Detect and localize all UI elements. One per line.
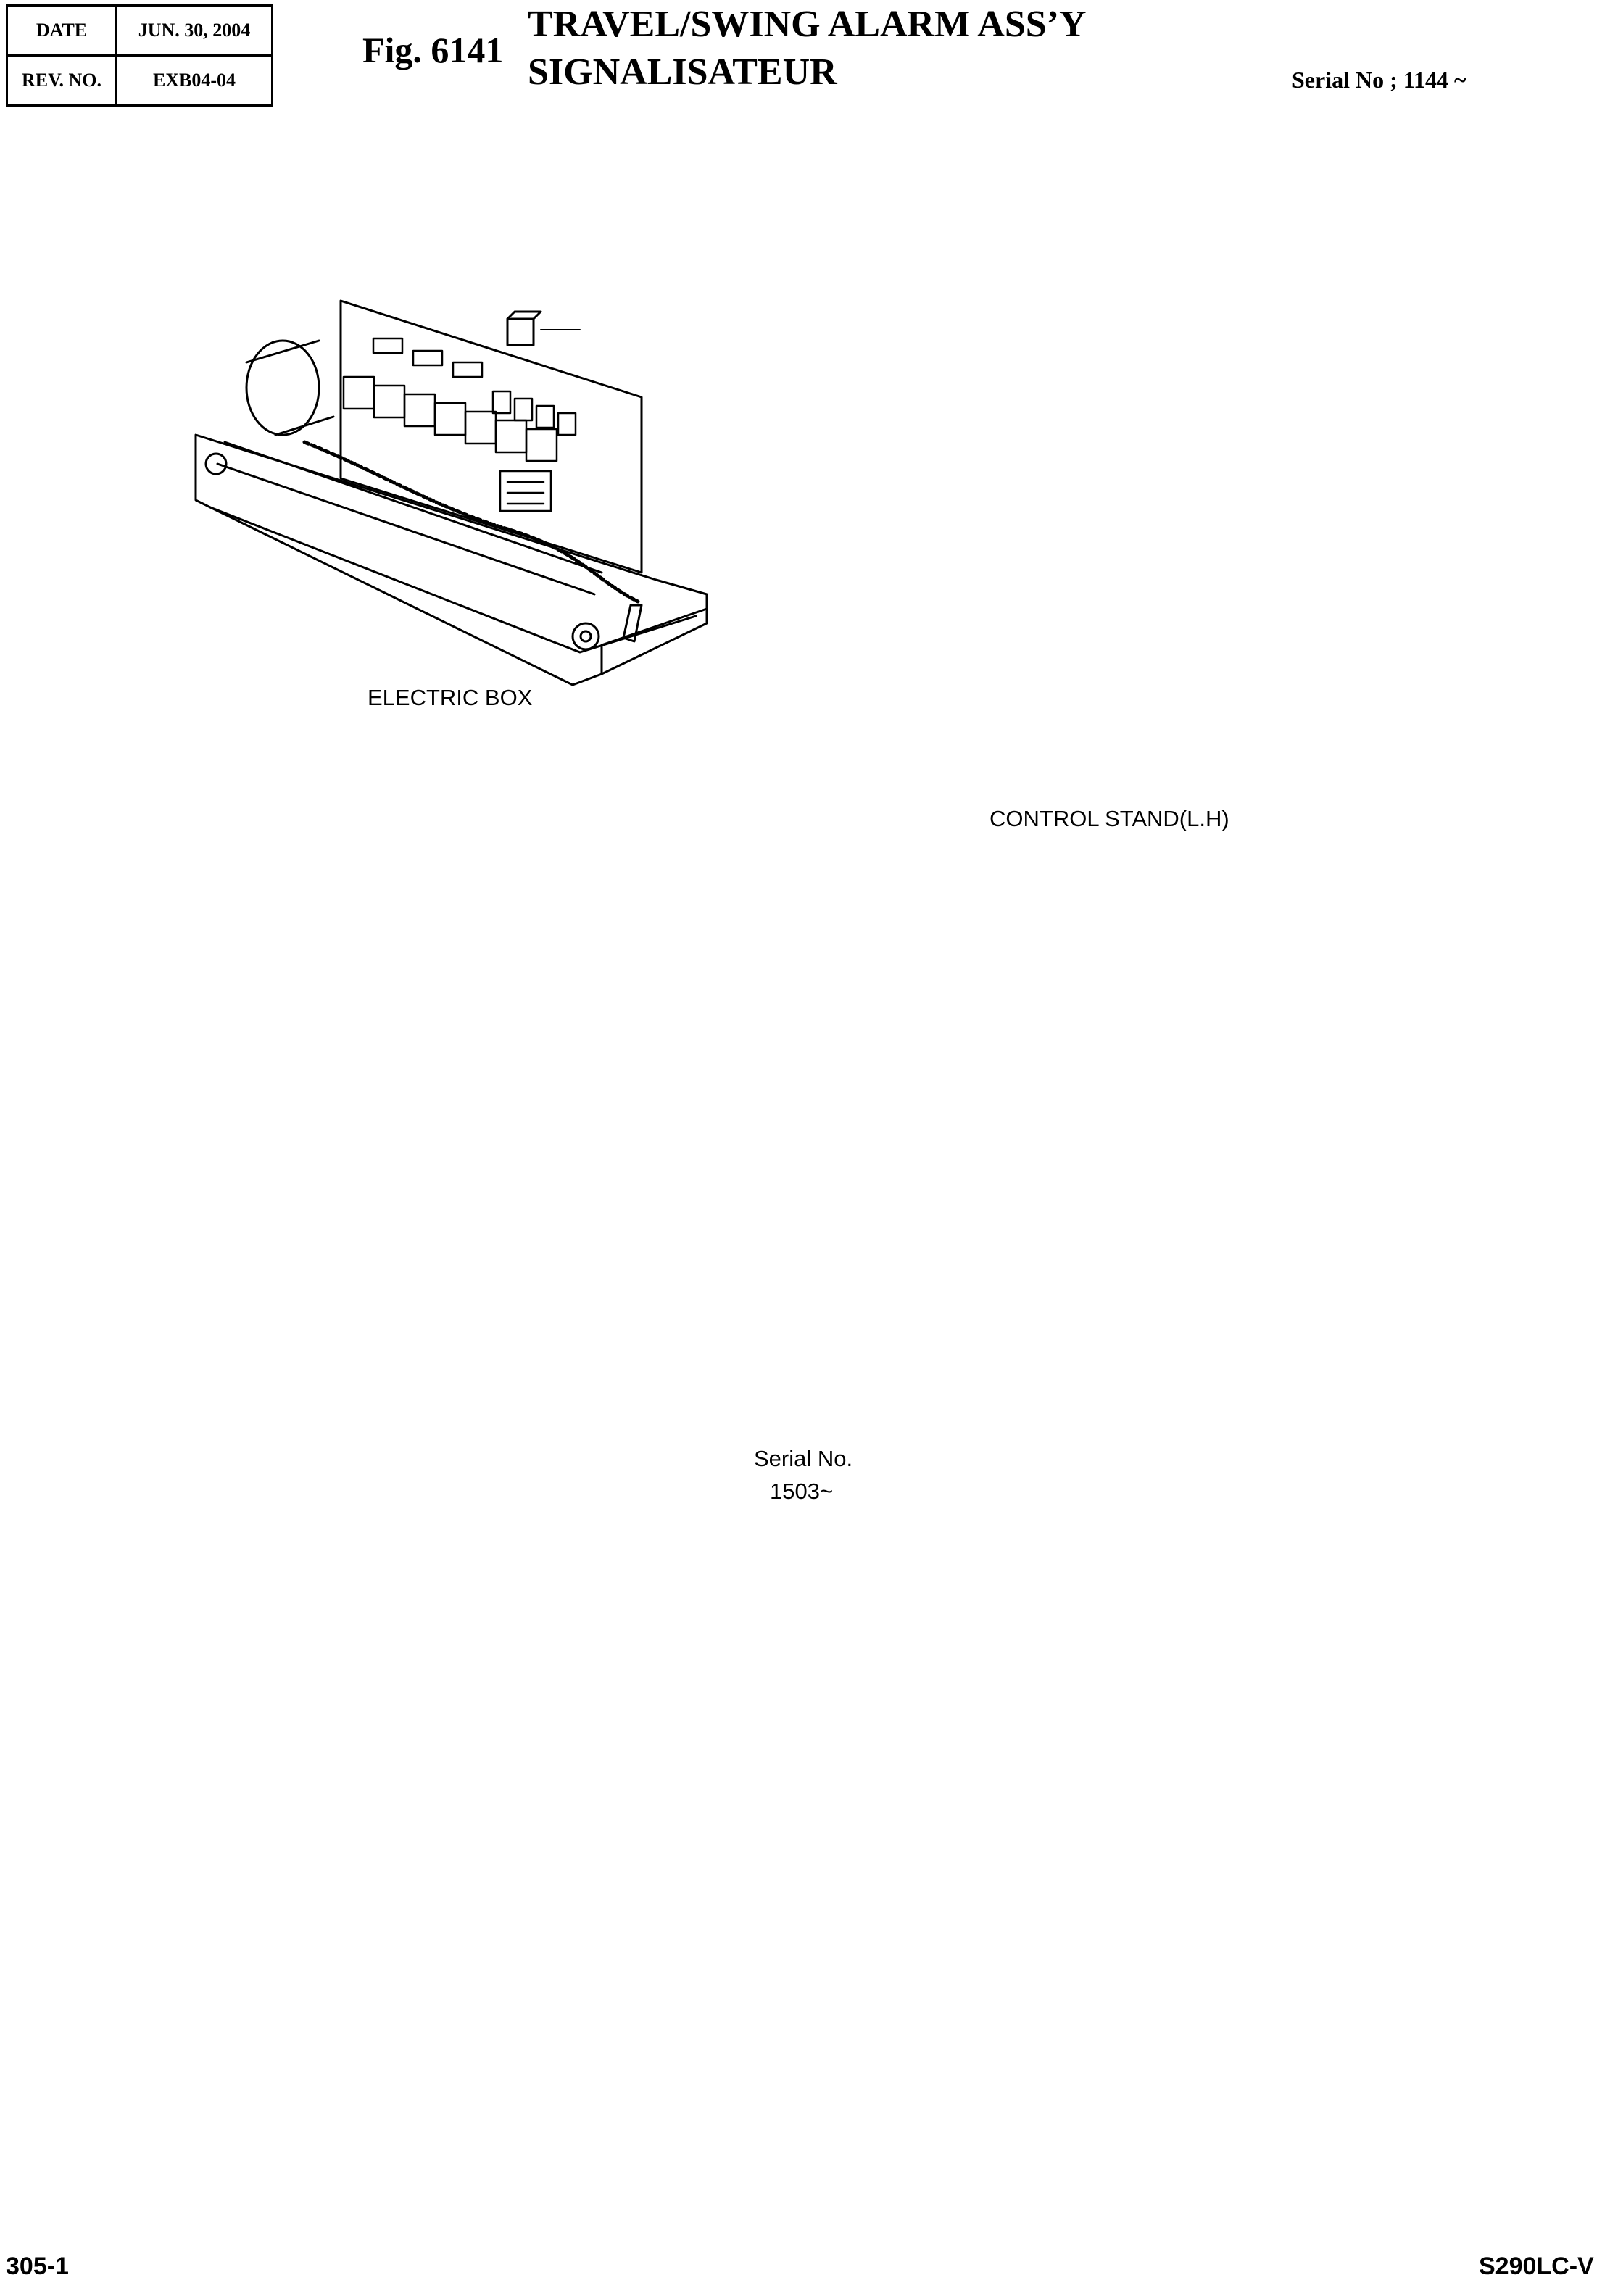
page-number: 305-1 xyxy=(6,2253,69,2280)
header-table: DATE JUN. 30, 2004 REV. NO. EXB04-04 xyxy=(6,4,273,107)
rev-label: REV. NO. xyxy=(6,54,117,107)
serial-range: Serial No ; 1144 ~ xyxy=(1292,67,1466,93)
date-label: DATE xyxy=(6,4,117,57)
figure-title-en: TRAVEL/SWING ALARM ASS’Y xyxy=(528,4,1087,45)
label-serial-line1: Serial No. xyxy=(754,1446,853,1471)
figure-title-fr: SIGNALISATEUR xyxy=(528,51,837,93)
label-electric-box: ELECTRIC BOX xyxy=(368,685,533,710)
label-serial-line2: 1503~ xyxy=(770,1478,834,1504)
figure-number: Fig. 6141 xyxy=(362,30,504,70)
rev-value: EXB04-04 xyxy=(115,54,273,107)
model-number: S290LC-V xyxy=(1479,2253,1594,2280)
electric-box-drawing xyxy=(194,299,708,686)
label-control-stand: CONTROL STAND(L.H) xyxy=(989,806,1229,831)
date-value: JUN. 30, 2004 xyxy=(115,4,273,57)
